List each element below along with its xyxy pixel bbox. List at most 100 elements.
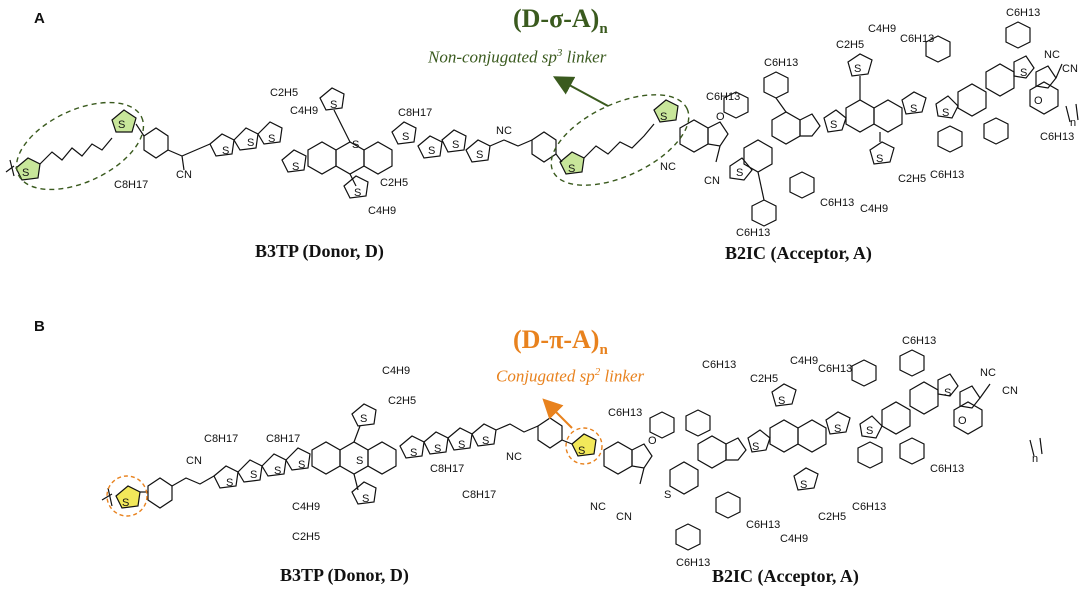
atom-label: S xyxy=(660,111,667,123)
atom-label: S xyxy=(910,103,917,115)
panel-b-linker-tail: linker xyxy=(600,366,645,386)
atom-label: C4H9 xyxy=(780,533,808,545)
atom-label: S xyxy=(274,465,281,477)
panel-b-linker-label: Conjugated sp2 linker xyxy=(496,366,644,387)
atom-label: S xyxy=(428,145,435,157)
panel-a-ellipse-left xyxy=(15,101,145,191)
panel-b-atom-labels: S CN S S S S C8H17 C8H17 C4H9 C2H5 S S S… xyxy=(122,335,1038,569)
atom-label: C6H13 xyxy=(608,407,642,419)
panel-a-atom-labels: S S CN S S S S C8H17 C2H5 C4H9 S S S C2H… xyxy=(22,7,1078,239)
panel-b-linker-text: Conjugated sp xyxy=(496,366,595,386)
atom-label: NC xyxy=(496,125,512,137)
atom-label: C6H13 xyxy=(820,197,854,209)
atom-label: C8H17 xyxy=(430,463,464,475)
atom-label: C2H5 xyxy=(270,87,298,99)
atom-label: C6H13 xyxy=(1006,7,1040,19)
panel-b-phenyl-1 xyxy=(147,477,173,509)
atom-label: C2H5 xyxy=(898,173,926,185)
atom-label: S xyxy=(362,493,369,505)
panel-a-polymer xyxy=(5,21,1079,227)
atom-label: C6H13 xyxy=(676,557,710,569)
atom-label: C4H9 xyxy=(292,501,320,513)
panel-b-thiophene-terminal xyxy=(115,485,141,509)
atom-label: S xyxy=(226,477,233,489)
atom-label: S xyxy=(752,441,759,453)
atom-label: S xyxy=(944,387,951,399)
atom-label: S xyxy=(434,443,441,455)
atom-label: C8H17 xyxy=(462,489,496,501)
panel-a-chain-end xyxy=(5,159,15,177)
atom-label: C8H17 xyxy=(114,179,148,191)
atom-label: S xyxy=(736,167,743,179)
panel-b-formula-text: (D-π-A) xyxy=(513,325,600,354)
atom-label: C2H5 xyxy=(750,373,778,385)
panel-b-linker-sup: 2 xyxy=(594,366,601,378)
atom-label: C6H13 xyxy=(746,519,780,531)
panel-a-idt-core-1 xyxy=(743,139,773,173)
atom-label: S xyxy=(578,445,585,457)
panel-a-donor-label: B3TP (Donor, D) xyxy=(255,241,384,261)
atom-label: CN xyxy=(616,511,632,523)
atom-label: S xyxy=(250,469,257,481)
atom-label: S xyxy=(352,139,359,151)
panel-a-formula: (D-σ-A)n xyxy=(513,4,608,38)
atom-label: S xyxy=(476,149,483,161)
panel-a-formula-text: (D-σ-A) xyxy=(513,4,600,33)
panel-b-formula-subscript: n xyxy=(599,342,608,359)
atom-label: NC xyxy=(1044,49,1060,61)
atom-label: S xyxy=(354,187,361,199)
atom-label: C2H5 xyxy=(836,39,864,51)
panel-a-thiophene-linker-right xyxy=(559,151,585,175)
atom-label: n xyxy=(1032,453,1038,465)
atom-label: O xyxy=(958,415,967,427)
atom-label: CN xyxy=(186,455,202,467)
panel-b-phenyl-2 xyxy=(537,417,563,449)
atom-label: C4H9 xyxy=(290,105,318,117)
panel-a-linker-text: Non-conjugated sp xyxy=(428,47,557,67)
atom-label: C6H13 xyxy=(702,359,736,371)
panel-b-formula: (D-π-A)n xyxy=(513,325,608,359)
atom-label: C4H9 xyxy=(868,23,896,35)
panel-b-idt-core-1 xyxy=(669,461,699,495)
panel-a-idt-core-2 xyxy=(957,83,987,117)
panel-a-arrow xyxy=(552,76,609,107)
panel-b-acceptor-bdt xyxy=(769,419,799,453)
panel-b-polymer xyxy=(101,349,1043,551)
atom-label: S xyxy=(458,439,465,451)
atom-label: S xyxy=(118,119,125,131)
panel-a-thiophene-linker-left xyxy=(111,109,137,133)
atom-label: S xyxy=(410,447,417,459)
atom-label: S xyxy=(122,497,129,509)
atom-label: S xyxy=(830,119,837,131)
atom-label: S xyxy=(834,423,841,435)
panel-b-acceptor-label: B2IC (Acceptor, A) xyxy=(712,566,859,586)
atom-label: C6H13 xyxy=(1040,131,1074,143)
atom-label: CN xyxy=(1002,385,1018,397)
atom-label: C8H17 xyxy=(398,107,432,119)
panel-a-formula-subscript: n xyxy=(599,21,608,38)
atom-label: C4H9 xyxy=(382,365,410,377)
panel-b-ic-end-left xyxy=(603,441,633,475)
atom-label: S xyxy=(360,413,367,425)
atom-label: C8H17 xyxy=(204,433,238,445)
panel-a-acceptor-label: B2IC (Acceptor, A) xyxy=(725,243,872,263)
atom-label: S xyxy=(356,455,363,467)
atom-label: S xyxy=(247,137,254,149)
panel-a-ic-end-left xyxy=(679,119,709,153)
atom-label: O xyxy=(648,435,657,447)
atom-label: C6H13 xyxy=(902,335,936,347)
panel-a-alkyl-linker-right xyxy=(583,123,655,159)
panel-b-donor-label: B3TP (Donor, D) xyxy=(280,565,409,585)
atom-label: NC xyxy=(506,451,522,463)
panel-b-circle-left xyxy=(106,475,148,517)
atom-label: S xyxy=(866,425,873,437)
atom-label: C4H9 xyxy=(368,205,396,217)
atom-label: C6H13 xyxy=(818,363,852,375)
atom-label: C6H13 xyxy=(930,463,964,475)
atom-label: C8H17 xyxy=(266,433,300,445)
panel-a-letter: A xyxy=(34,10,45,27)
atom-label: C6H13 xyxy=(706,91,740,103)
panel-b-bdt-core xyxy=(311,441,341,475)
